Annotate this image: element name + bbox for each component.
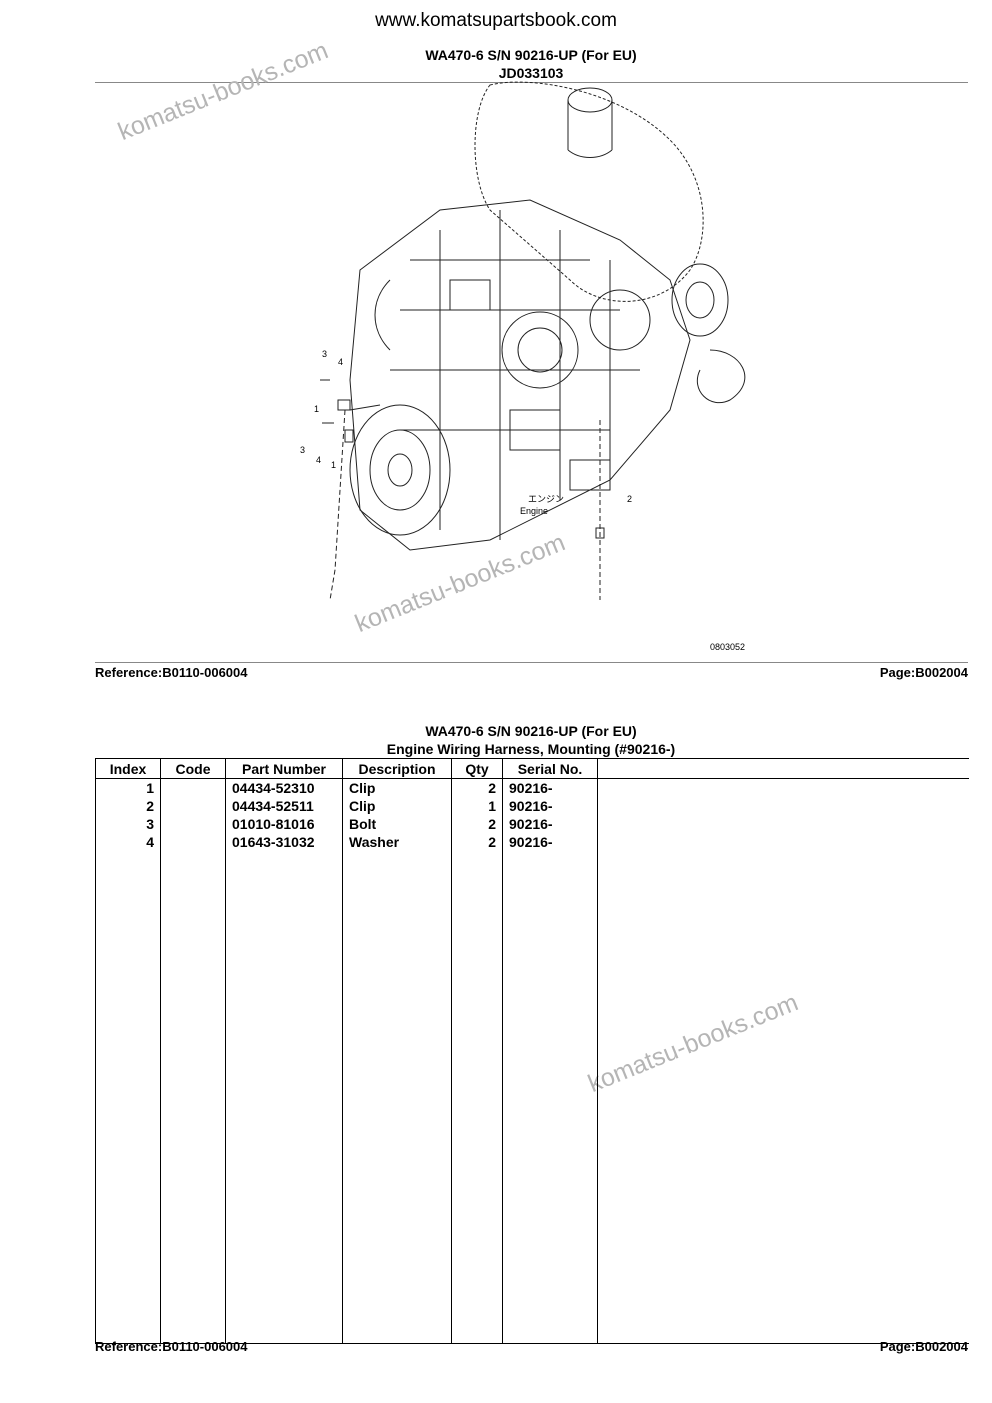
drawing-number: 0803052 xyxy=(710,642,745,652)
cell-description: Clip xyxy=(342,797,452,815)
engine-illustration: 3 4 1 3 4 1 2 エンジン Engine 0803052 xyxy=(300,81,746,652)
site-url[interactable]: www.komatsupartsbook.com xyxy=(375,10,617,31)
cell-qty: 2 xyxy=(451,833,503,851)
table-row: 2 04434-52511 Clip 1 90216- xyxy=(95,797,969,815)
callout-1-lower: 1 xyxy=(331,460,336,470)
drawing-code: JD033103 xyxy=(498,65,564,81)
reference-top: Reference:B0110-006004 xyxy=(95,665,248,680)
header-part-number: Part Number xyxy=(225,758,343,779)
cell-index: 2 xyxy=(95,797,161,815)
table-filler-row xyxy=(95,851,969,1344)
cell-part-number: 04434-52511 xyxy=(225,797,343,815)
cell-qty: 2 xyxy=(451,815,503,833)
cell-description: Washer xyxy=(342,833,452,851)
callout-2: 2 xyxy=(627,494,632,504)
engine-label-jp: エンジン xyxy=(528,494,564,504)
cell-part-number: 01010-81016 xyxy=(225,815,343,833)
cell-code xyxy=(160,833,226,851)
cell-serial-no: 90216- xyxy=(502,778,598,797)
cell-description: Clip xyxy=(342,778,452,797)
callout-1-left: 1 xyxy=(314,404,319,414)
cell-index: 4 xyxy=(95,833,161,851)
cell-code xyxy=(160,797,226,815)
cell-part-number: 04434-52310 xyxy=(225,778,343,797)
header-qty: Qty xyxy=(451,758,503,779)
header-index: Index xyxy=(95,758,161,779)
footer-divider-top xyxy=(95,662,968,663)
reference-bottom: Reference:B0110-006004 xyxy=(95,1339,248,1354)
header-code: Code xyxy=(160,758,226,779)
header-spacer xyxy=(597,758,969,779)
table-model-line: WA470-6 S/N 90216-UP (For EU) xyxy=(425,723,637,739)
cell-serial-no: 90216- xyxy=(502,815,598,833)
table-row: 4 01643-31032 Washer 2 90216- xyxy=(95,833,969,851)
callout-4-lower: 4 xyxy=(316,455,321,465)
cell-part-number: 01643-31032 xyxy=(225,833,343,851)
callout-4-upper: 4 xyxy=(338,357,343,367)
parts-table: Index Code Part Number Description Qty S… xyxy=(95,758,969,1344)
cell-description: Bolt xyxy=(342,815,452,833)
table-row: 3 01010-81016 Bolt 2 90216- xyxy=(95,815,969,833)
table-subtitle: Engine Wiring Harness, Mounting (#90216-… xyxy=(386,741,676,757)
callout-3-lower: 3 xyxy=(300,445,305,455)
engine-label-en: Engine xyxy=(520,506,548,516)
page-number-top: Page:B002004 xyxy=(879,665,968,680)
cell-serial-no: 90216- xyxy=(502,797,598,815)
cell-code xyxy=(160,815,226,833)
cell-index: 1 xyxy=(95,778,161,797)
table-row: 1 04434-52310 Clip 2 90216- xyxy=(95,778,969,797)
table-header-row: Index Code Part Number Description Qty S… xyxy=(95,758,969,779)
page-number-bottom: Page:B002004 xyxy=(879,1339,968,1354)
cell-index: 3 xyxy=(95,815,161,833)
cell-qty: 1 xyxy=(451,797,503,815)
header-description: Description xyxy=(342,758,452,779)
header-serial-no: Serial No. xyxy=(502,758,598,779)
model-line: WA470-6 S/N 90216-UP (For EU) xyxy=(425,47,637,63)
cell-qty: 2 xyxy=(451,778,503,797)
cell-code xyxy=(160,778,226,797)
cell-serial-no: 90216- xyxy=(502,833,598,851)
callout-3-upper: 3 xyxy=(322,349,327,359)
